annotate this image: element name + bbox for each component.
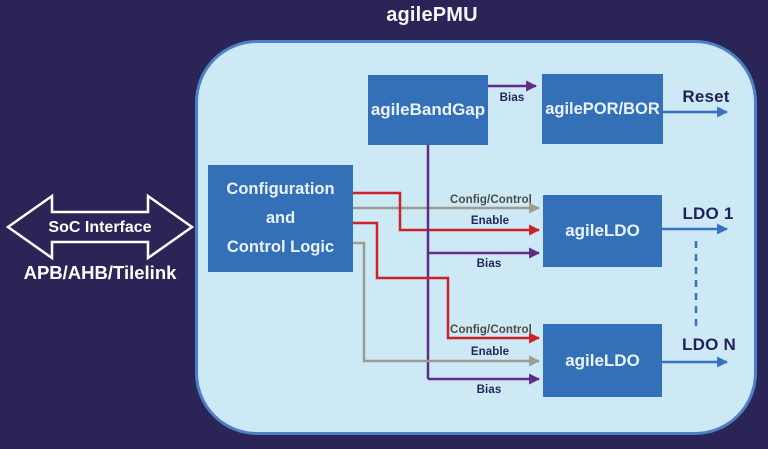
label-reset-output: Reset	[682, 87, 730, 106]
diagram-title: agilePMU	[386, 4, 478, 26]
config-label-line2: and	[265, 209, 296, 227]
config-label-line3: Control Logic	[226, 238, 335, 256]
label-ldon-config-control: Config/Control	[450, 324, 532, 336]
label-bias-bandgap: Bias	[499, 92, 525, 104]
label-ldon-enable: Enable	[470, 346, 510, 358]
label-ldo1-config-control: Config/Control	[450, 194, 532, 206]
block-agilepor-bor-label: agilePOR/BOR	[545, 99, 660, 118]
soc-bus-protocols-label: APB/AHB/Tilelink	[23, 262, 177, 283]
label-ldo1-output: LDO 1	[682, 204, 734, 223]
block-agileldo-1-label: agileLDO	[565, 221, 640, 240]
block-agileldo-n[interactable]: agileLDO	[543, 324, 662, 397]
label-ldon-output: LDO N	[682, 335, 736, 354]
label-ldo1-bias: Bias	[476, 258, 502, 270]
block-agilebandgap-label: agileBandGap	[370, 100, 486, 119]
label-ldo1-enable: Enable	[470, 215, 510, 227]
soc-interface-label: SoC Interface	[48, 219, 152, 236]
block-agilebandgap[interactable]: agileBandGap	[368, 75, 488, 145]
block-agilepor-bor[interactable]: agilePOR/BOR	[542, 74, 663, 144]
block-agileldo-n-label: agileLDO	[565, 350, 640, 370]
config-label-line1: Configuration	[226, 180, 335, 198]
block-configuration-control-logic[interactable]: Configuration and Control Logic	[208, 165, 353, 272]
label-ldon-bias: Bias	[476, 384, 502, 396]
block-agileldo-1[interactable]: agileLDO	[543, 195, 662, 267]
